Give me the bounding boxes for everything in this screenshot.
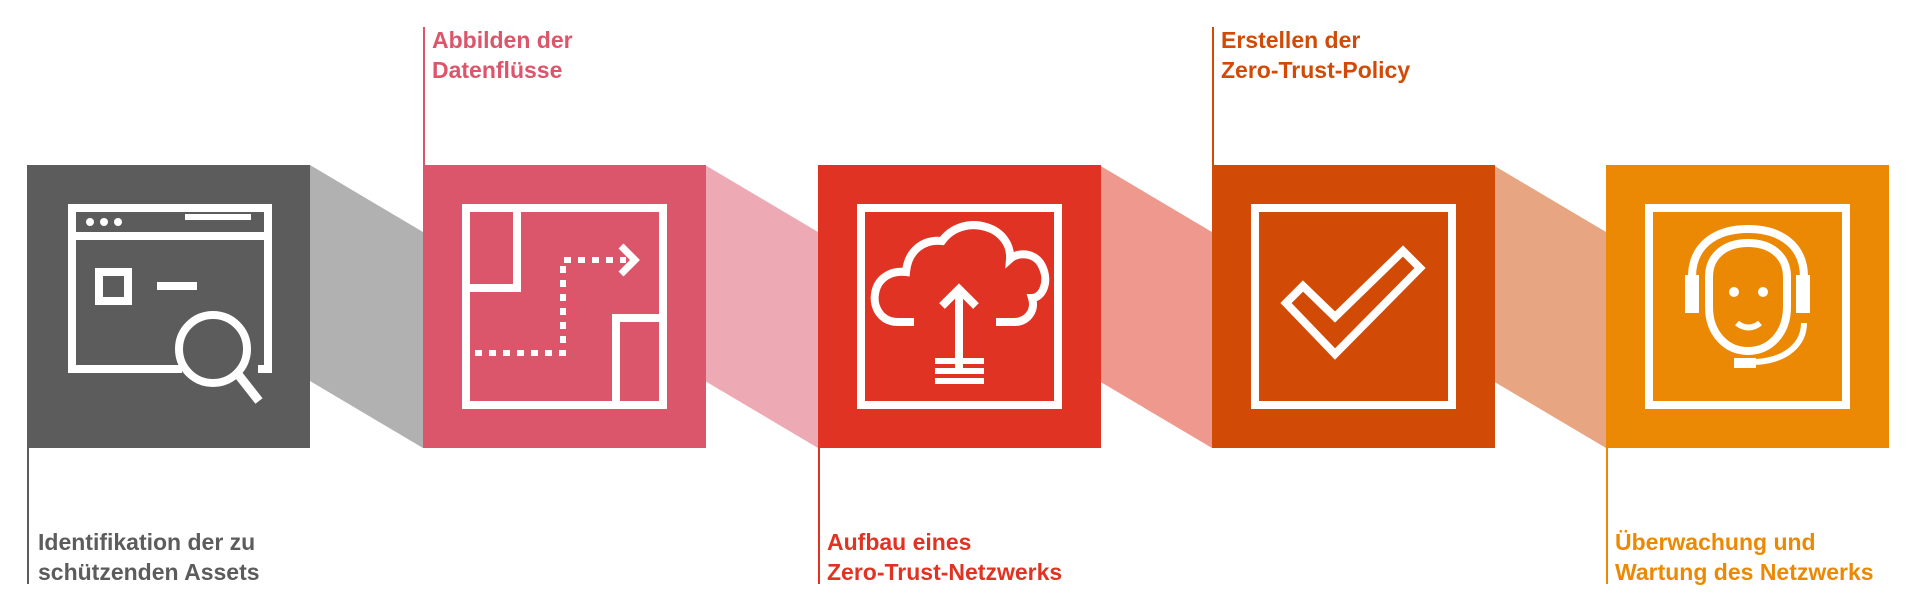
support-headset-icon: [1645, 204, 1850, 409]
connector-2-3: [705, 165, 818, 448]
step-3-label-line1: Aufbau eines: [827, 529, 972, 555]
leader-line-3: [818, 448, 820, 584]
leader-line-5: [1606, 448, 1608, 584]
cloud-upload-icon: [857, 204, 1062, 409]
connector-4-5: [1493, 165, 1606, 448]
step-4-label-line1: Erstellen der: [1221, 27, 1361, 53]
connector-3-4: [1099, 165, 1212, 448]
step-3-label: Aufbau eines Zero-Trust-Netzwerks: [827, 527, 1062, 587]
step-2-label: Abbilden der Datenflüsse: [432, 25, 573, 85]
leader-line-1: [27, 448, 29, 584]
step-5-label-line2: Wartung des Netzwerks: [1615, 559, 1874, 585]
checkmark-icon: [1251, 204, 1456, 409]
browser-search-icon: [68, 204, 272, 404]
step-2-box: [423, 165, 706, 448]
step-2-label-line2: Datenflüsse: [432, 57, 563, 83]
step-4-box: [1212, 165, 1495, 448]
step-1-label-line2: schützenden Assets: [38, 559, 260, 585]
step-5-label-line1: Überwachung und: [1615, 529, 1816, 555]
connector-1-2: [310, 165, 423, 448]
step-1-box: [27, 165, 310, 448]
step-1-label: Identifikation der zu schützenden Assets: [38, 527, 260, 587]
step-5-label: Überwachung und Wartung des Netzwerks: [1615, 527, 1874, 587]
floor-plan-path-icon: [462, 204, 667, 409]
leader-line-2: [423, 27, 425, 165]
step-4-label: Erstellen der Zero-Trust-Policy: [1221, 25, 1410, 85]
step-4-label-line2: Zero-Trust-Policy: [1221, 57, 1411, 83]
step-5-box: [1606, 165, 1889, 448]
step-2-label-line1: Abbilden der: [432, 27, 573, 53]
step-3-label-line2: Zero-Trust-Netzwerks: [827, 559, 1063, 585]
leader-line-4: [1212, 27, 1214, 165]
step-3-box: [818, 165, 1101, 448]
step-1-label-line1: Identifikation der zu: [38, 529, 256, 555]
